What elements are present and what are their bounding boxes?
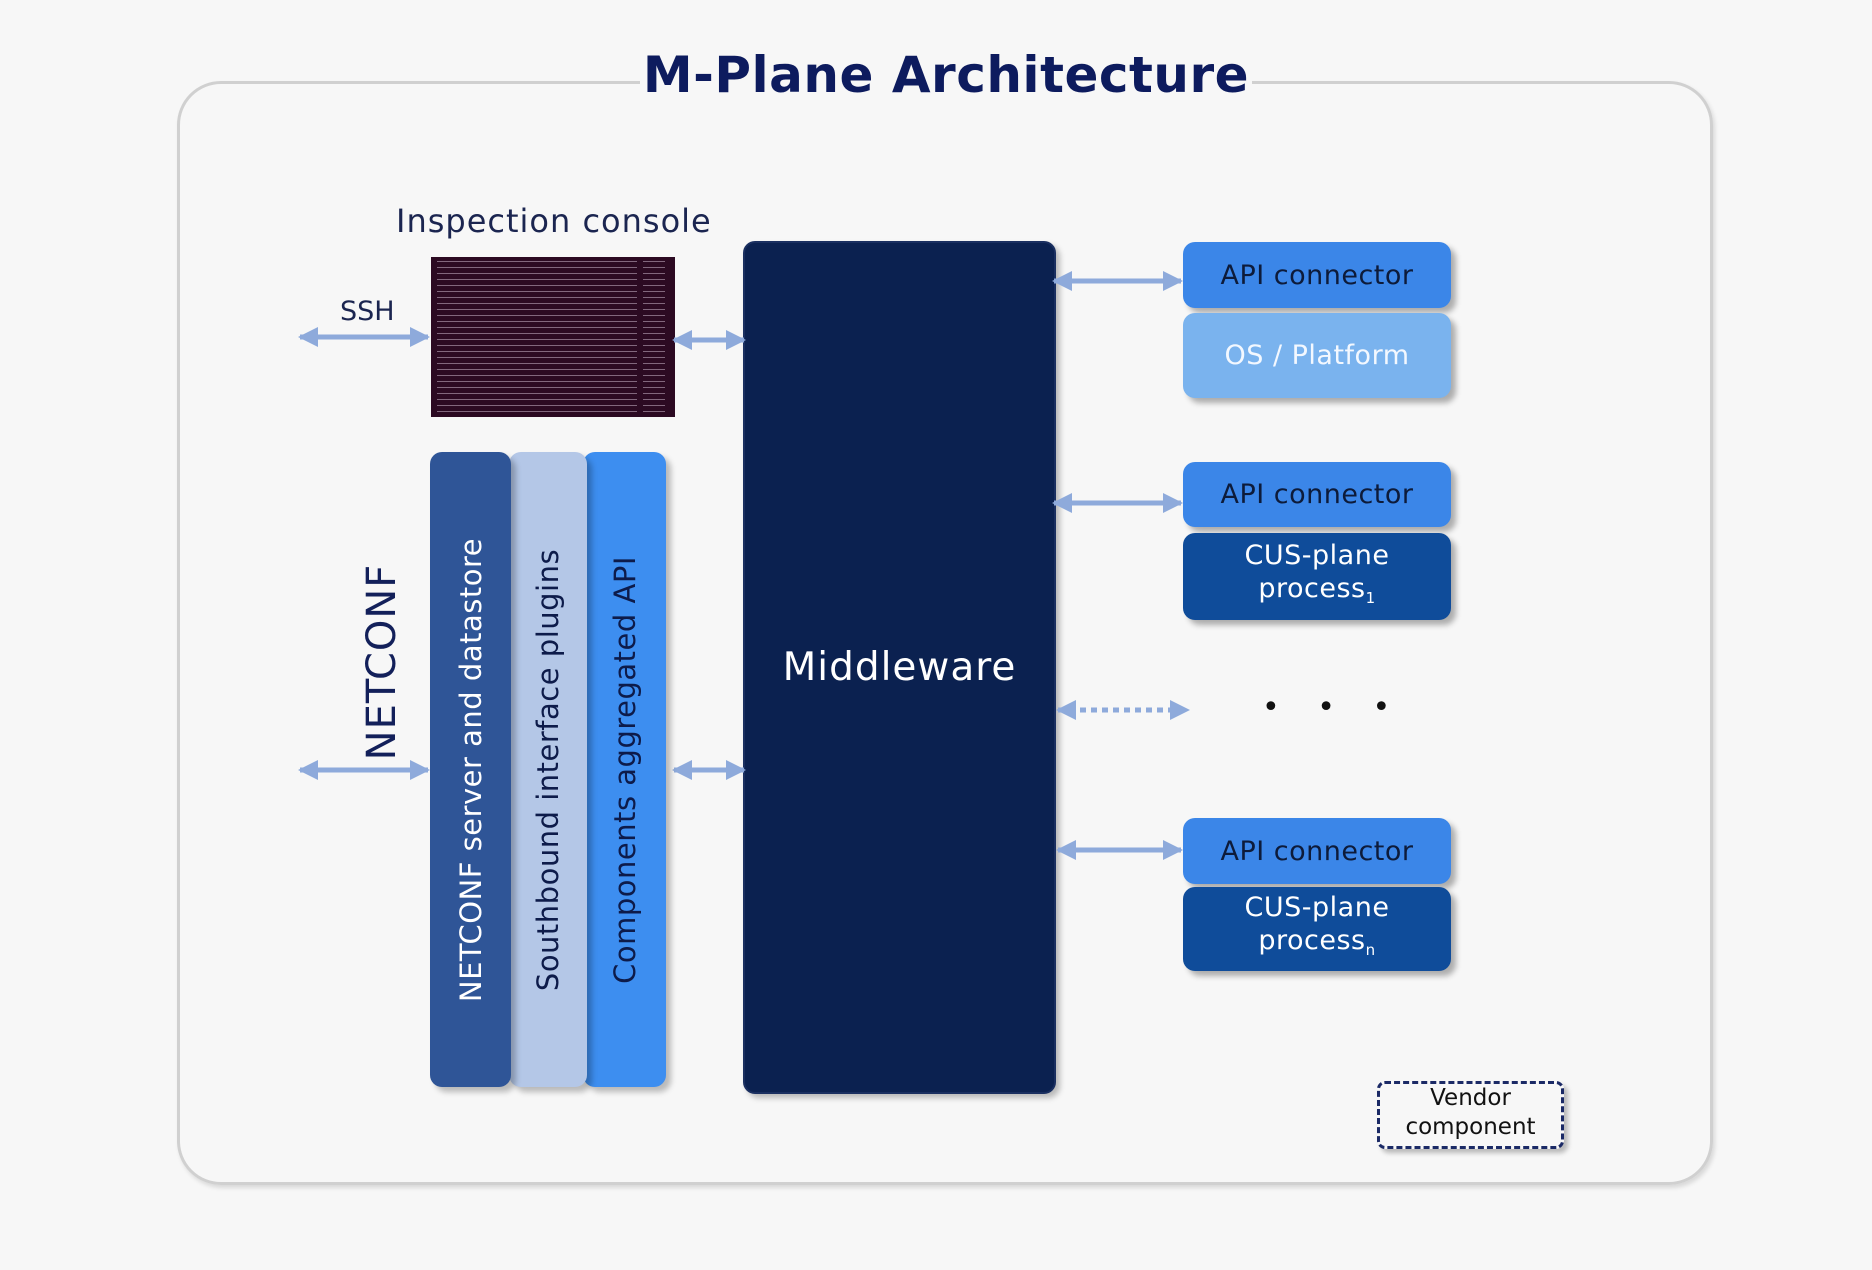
cus-plane-label: CUS-plane [1244,539,1390,571]
middleware-block: Middleware [743,241,1056,1094]
os-platform-block: OS / Platform [1183,313,1451,398]
legend-line2: component [1405,1114,1536,1140]
process-subscript: 1 [1365,588,1376,607]
diagram-title: M-Plane Architecture [640,40,1252,110]
netconf-server-block: NETCONF server and datastore [430,452,511,1087]
inspection-console-screenshot [431,257,675,417]
api-connector-2: API connector [1183,462,1451,527]
aggregated-api-block: Components aggregated API [583,452,666,1087]
process-label: process [1258,925,1366,956]
process-label: process [1258,572,1366,604]
api-connector-n: API connector [1183,818,1451,884]
ellipsis: • • • [1262,690,1405,725]
southbound-plugins-block: Southbound interface plugins [509,452,587,1087]
southbound-plugins-label: Southbound interface plugins [531,548,565,991]
inspection-console-label: Inspection console [396,202,712,240]
vendor-component-legend: Vendor component [1377,1081,1564,1149]
api-connector-1: API connector [1183,242,1451,308]
aggregated-api-label: Components aggregated API [607,555,642,984]
legend-line1: Vendor [1430,1085,1511,1111]
process-subscript: n [1365,941,1376,959]
middleware-label: Middleware [782,645,1017,690]
netconf-server-label: NETCONF server and datastore [453,537,488,1002]
cus-plane-label: CUS-plane [1244,892,1390,923]
ssh-label: SSH [340,296,395,327]
